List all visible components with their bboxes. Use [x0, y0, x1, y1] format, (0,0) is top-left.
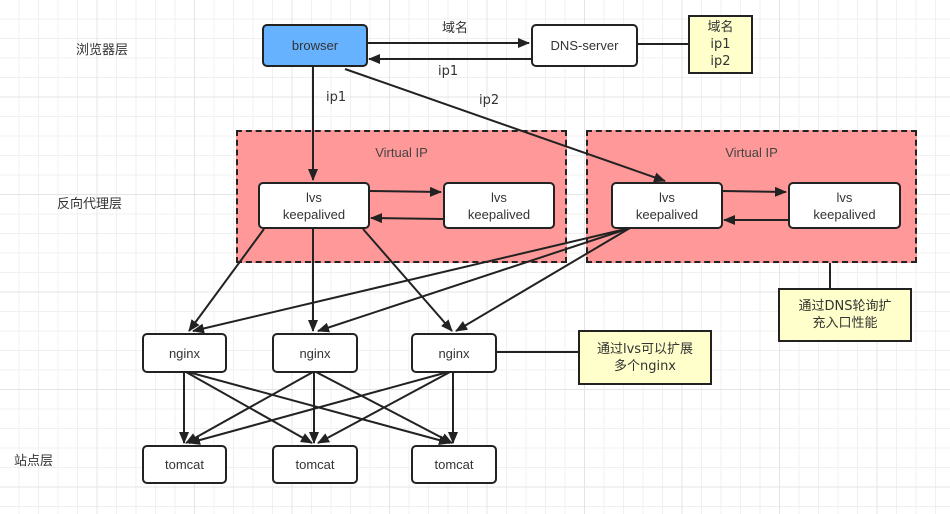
lvs-scale-note-line: 通过lvs可以扩展	[596, 341, 694, 357]
dns-server-node-label: DNS-server	[550, 38, 619, 53]
tomcat-node-1[interactable]: tomcat	[142, 445, 227, 484]
tomcat-label: tomcat	[295, 457, 335, 472]
layer-label-browser: 浏览器层	[76, 43, 129, 58]
nginx-node-1[interactable]: nginx	[142, 333, 227, 373]
lvs-left-backup-node[interactable]: lvs keepalived	[443, 182, 555, 229]
lvs-label: lvs	[836, 189, 853, 205]
edge-nginx2-to-tomcat3	[315, 371, 453, 444]
dns-record-note[interactable]: 域名 ip1 ip2	[688, 15, 753, 74]
edge-nginx2-to-tomcat1	[185, 371, 314, 444]
lvs-scale-note-line: 多个nginx	[613, 358, 677, 374]
lvs-left-primary-node[interactable]: lvs keepalived	[258, 182, 370, 229]
virtual-ip-title-right: Virtual IP	[725, 145, 778, 160]
layer-label-site: 站点层	[14, 454, 54, 469]
edge-label-to-vip1: ip1	[326, 90, 347, 105]
dns-record-note-line: ip1	[710, 37, 731, 52]
nginx-label: nginx	[438, 345, 470, 361]
browser-node-label: browser	[291, 38, 339, 53]
tomcat-node-3[interactable]: tomcat	[411, 445, 497, 484]
dns-round-robin-note-line: 充入口性能	[812, 316, 878, 331]
dns-round-robin-note[interactable]: 通过DNS轮询扩 充入口性能	[778, 288, 912, 342]
lvs-scale-note[interactable]: 通过lvs可以扩展 多个nginx	[578, 330, 712, 385]
browser-node[interactable]: browser	[262, 24, 368, 67]
nginx-label: nginx	[168, 345, 201, 361]
edge-nginx3-to-tomcat1	[188, 371, 449, 445]
dns-round-robin-note-line: 通过DNS轮询扩	[798, 299, 892, 314]
keepalived-label: keepalived	[467, 206, 531, 222]
edge-nginx1-to-tomcat3	[187, 371, 451, 445]
keepalived-label: keepalived	[282, 206, 346, 222]
nginx-node-3[interactable]: nginx	[411, 333, 497, 373]
dns-record-note-line: 域名	[707, 20, 734, 35]
nginx-node-2[interactable]: nginx	[272, 333, 358, 373]
edge-nginx3-to-tomcat2	[317, 371, 451, 444]
tomcat-label: tomcat	[434, 457, 474, 472]
tomcat-node-2[interactable]: tomcat	[272, 445, 358, 484]
edge-nginx1-to-tomcat2	[185, 371, 313, 444]
keepalived-label: keepalived	[635, 206, 699, 222]
edge-label-domain-query: 域名	[442, 21, 469, 36]
layer-label-proxy: 反向代理层	[57, 197, 123, 212]
lvs-label: lvs	[659, 189, 675, 205]
dns-record-note-line: ip2	[710, 54, 731, 69]
virtual-ip-title-left: Virtual IP	[375, 145, 428, 160]
edge-label-dns-reply: ip1	[438, 64, 459, 79]
lvs-right-primary-node[interactable]: lvs keepalived	[611, 182, 723, 229]
keepalived-label: keepalived	[813, 206, 876, 222]
tomcat-label: tomcat	[164, 457, 204, 472]
dns-server-node[interactable]: DNS-server	[531, 24, 638, 67]
lvs-label: lvs	[491, 189, 507, 205]
lvs-label: lvs	[306, 189, 322, 205]
nginx-label: nginx	[299, 345, 331, 361]
lvs-right-backup-node[interactable]: lvs keepalived	[788, 182, 901, 229]
edge-label-to-vip2: ip2	[479, 93, 500, 108]
